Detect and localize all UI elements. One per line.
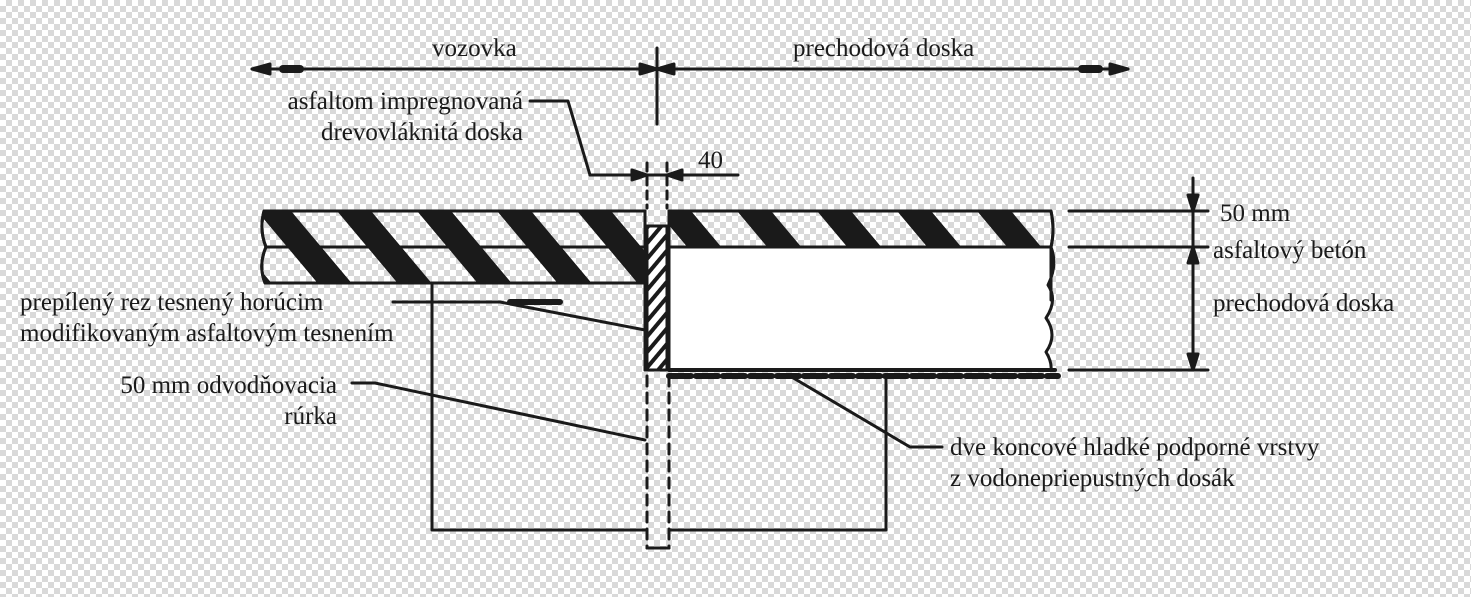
slab-asphalt-surface xyxy=(667,209,1055,249)
leader-lines xyxy=(350,99,944,449)
abutment-outline xyxy=(430,281,888,532)
thickness-dimension xyxy=(1067,176,1210,372)
leader-support-layers xyxy=(758,374,944,449)
gap-dimension xyxy=(588,161,740,210)
transition-slab xyxy=(667,245,1056,372)
leader-seal xyxy=(391,300,647,332)
top-dimension-line xyxy=(250,46,1130,126)
fiberboard-label-line-1: asfaltom impregnovaná xyxy=(287,88,523,115)
sawcut-seal-label-line-2: modifikovaným asfaltovým tesnením xyxy=(20,320,394,347)
transition-slab-dimension-label: prechodová doska xyxy=(793,35,975,62)
drain-pipe-label: 50 mm odvodňovacia rúrka xyxy=(120,370,337,432)
support-layers-label-line-1: dve koncové hladké podporné vrstvy xyxy=(950,434,1320,461)
leader-drain-pipe xyxy=(350,381,647,442)
sawcut-seal-label-line-1: prepílený rez tesnený horúcim xyxy=(20,289,324,316)
roadway-asphalt-layers xyxy=(260,209,647,285)
support-layers xyxy=(666,368,1061,379)
drain-pipe xyxy=(645,374,671,550)
support-layers-label-line-2: z vodonepriepustných dosák xyxy=(950,465,1235,492)
sawcut-seal-label: prepílený rez tesnený horúcim modifikova… xyxy=(20,287,394,349)
asphalt-concrete-label: asfaltový betón xyxy=(1213,237,1367,264)
drain-pipe-label-line-1: 50 mm odvodňovacia xyxy=(120,372,337,399)
surface-thickness-label: 50 mm xyxy=(1220,200,1291,227)
joint-seal xyxy=(643,209,671,372)
drain-pipe-label-line-2: rúrka xyxy=(284,403,337,430)
leader-fiberboard xyxy=(528,99,592,177)
support-layers-label: dve koncové hladké podporné vrstvy z vod… xyxy=(950,432,1319,494)
fiberboard-label: asfaltom impregnovaná drevovláknitá dosk… xyxy=(288,86,523,148)
roadway-label: vozovka xyxy=(432,35,517,62)
gap-width-label: 40 xyxy=(698,147,723,174)
transition-slab-label: prechodová doska xyxy=(1213,290,1395,317)
fiberboard-label-line-2: drevovláknitá doska xyxy=(320,119,523,146)
